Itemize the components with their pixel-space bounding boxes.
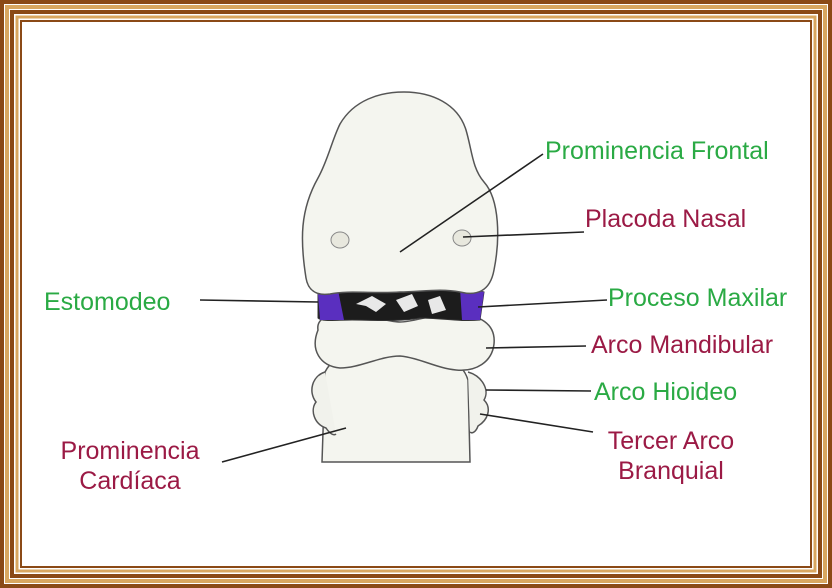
leader-arco-hioideo — [486, 390, 591, 391]
label-tercer-arco-branquial: Tercer Arco Branquial — [596, 426, 746, 486]
label-estomodeo: Estomodeo — [44, 287, 170, 317]
label-tercer-arco-line1: Tercer Arco — [596, 426, 746, 456]
hyoid-arch-right — [468, 372, 488, 433]
leader-estomodeo — [200, 300, 318, 302]
label-prominencia-cardiaca-line2: Cardíaca — [44, 466, 216, 496]
leader-tercer-arco — [480, 414, 593, 432]
nasal-placode-left — [331, 232, 349, 248]
label-prominencia-frontal: Prominencia Frontal — [545, 136, 769, 166]
leader-proceso-maxilar — [478, 300, 607, 307]
label-prominencia-cardiaca: Prominencia Cardíaca — [44, 436, 216, 496]
label-placoda-nasal: Placoda Nasal — [585, 204, 746, 234]
leader-arco-mandibular — [486, 346, 586, 348]
frontal-prominence-shape — [302, 92, 497, 294]
label-tercer-arco-line2: Branquial — [596, 456, 746, 486]
label-prominencia-cardiaca-line1: Prominencia — [44, 436, 216, 466]
nasal-placode-right — [453, 230, 471, 246]
label-arco-hioideo: Arco Hioideo — [594, 377, 737, 407]
label-arco-mandibular: Arco Mandibular — [591, 330, 773, 360]
label-proceso-maxilar: Proceso Maxilar — [608, 283, 787, 313]
